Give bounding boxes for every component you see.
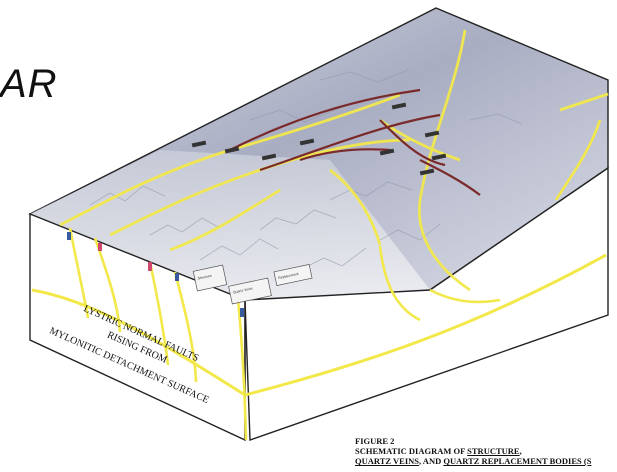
map-legend-line-1: Structure	[197, 274, 212, 281]
caption-line-2-prefix: SCHEMATIC DIAGRAM OF	[355, 446, 468, 456]
map-symbols	[191, 102, 447, 176]
detachment-surface-front	[31, 288, 246, 397]
map-legend: Structure Quartz Veins Replacement	[192, 263, 313, 305]
caption-line-1: FIGURE 2	[355, 436, 395, 446]
detachment-surface-side	[244, 253, 607, 397]
quartz-veins	[229, 88, 481, 196]
figure-caption: FIGURE 2 SCHEMATIC DIAGRAM OF STRUCTURE,…	[355, 436, 591, 466]
slide-title-fragment: AR	[0, 62, 58, 106]
fault-markers	[67, 232, 244, 317]
block-side-face	[244, 166, 609, 441]
caption-line-2-suffix: ,	[519, 446, 522, 456]
lystric-faults-side	[378, 119, 602, 322]
caption-structure-link: STRUCTURE	[467, 446, 520, 456]
caption-replacement-bodies: QUARTZ REPLACEMENT BODIES (S	[443, 456, 592, 466]
caption-line-3: QUARTZ VEINS, AND QUARTZ REPLACEMENT BOD…	[355, 456, 591, 466]
map-legend-line-2: Quartz Veins	[233, 286, 254, 294]
caption-line-2: SCHEMATIC DIAGRAM OF STRUCTURE,	[355, 446, 591, 456]
caption-quartz-veins: QUARTZ VEINS	[355, 456, 420, 466]
caption-line-3-middle: , AND	[419, 456, 444, 466]
map-legend-line-3: Replacement	[278, 272, 299, 280]
relief-terrain	[30, 150, 430, 300]
